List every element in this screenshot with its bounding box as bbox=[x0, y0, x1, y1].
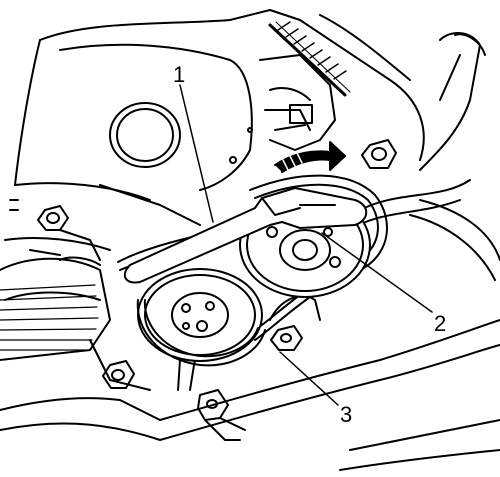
rotation-arrow-icon bbox=[274, 141, 346, 173]
bolt-lower-left bbox=[102, 360, 135, 389]
engine-block-outline bbox=[4, 9, 301, 301]
block-details bbox=[29, 127, 253, 261]
alternator-bracket bbox=[259, 54, 336, 151]
leader-lines bbox=[179, 84, 433, 406]
belt-lower-wrap bbox=[136, 299, 266, 367]
left-housing-hatched bbox=[0, 256, 111, 361]
callout-1-label: 1 bbox=[173, 62, 185, 87]
leader-line-3 bbox=[279, 351, 339, 406]
callout-2-label: 2 bbox=[434, 311, 446, 336]
lower-crank-pulley bbox=[137, 268, 263, 362]
right-pipes bbox=[299, 14, 500, 281]
leader-line-1 bbox=[179, 84, 214, 223]
bolt-left bbox=[9, 199, 69, 231]
callout-3-label: 3 bbox=[340, 402, 352, 427]
belt-tensioner-wrench bbox=[123, 187, 368, 284]
leader-line-2 bbox=[321, 232, 433, 313]
tensioner-arm bbox=[269, 295, 321, 351]
bolt-upper-right bbox=[361, 139, 397, 169]
spring-hose bbox=[268, 21, 351, 97]
block-plug bbox=[109, 102, 181, 168]
